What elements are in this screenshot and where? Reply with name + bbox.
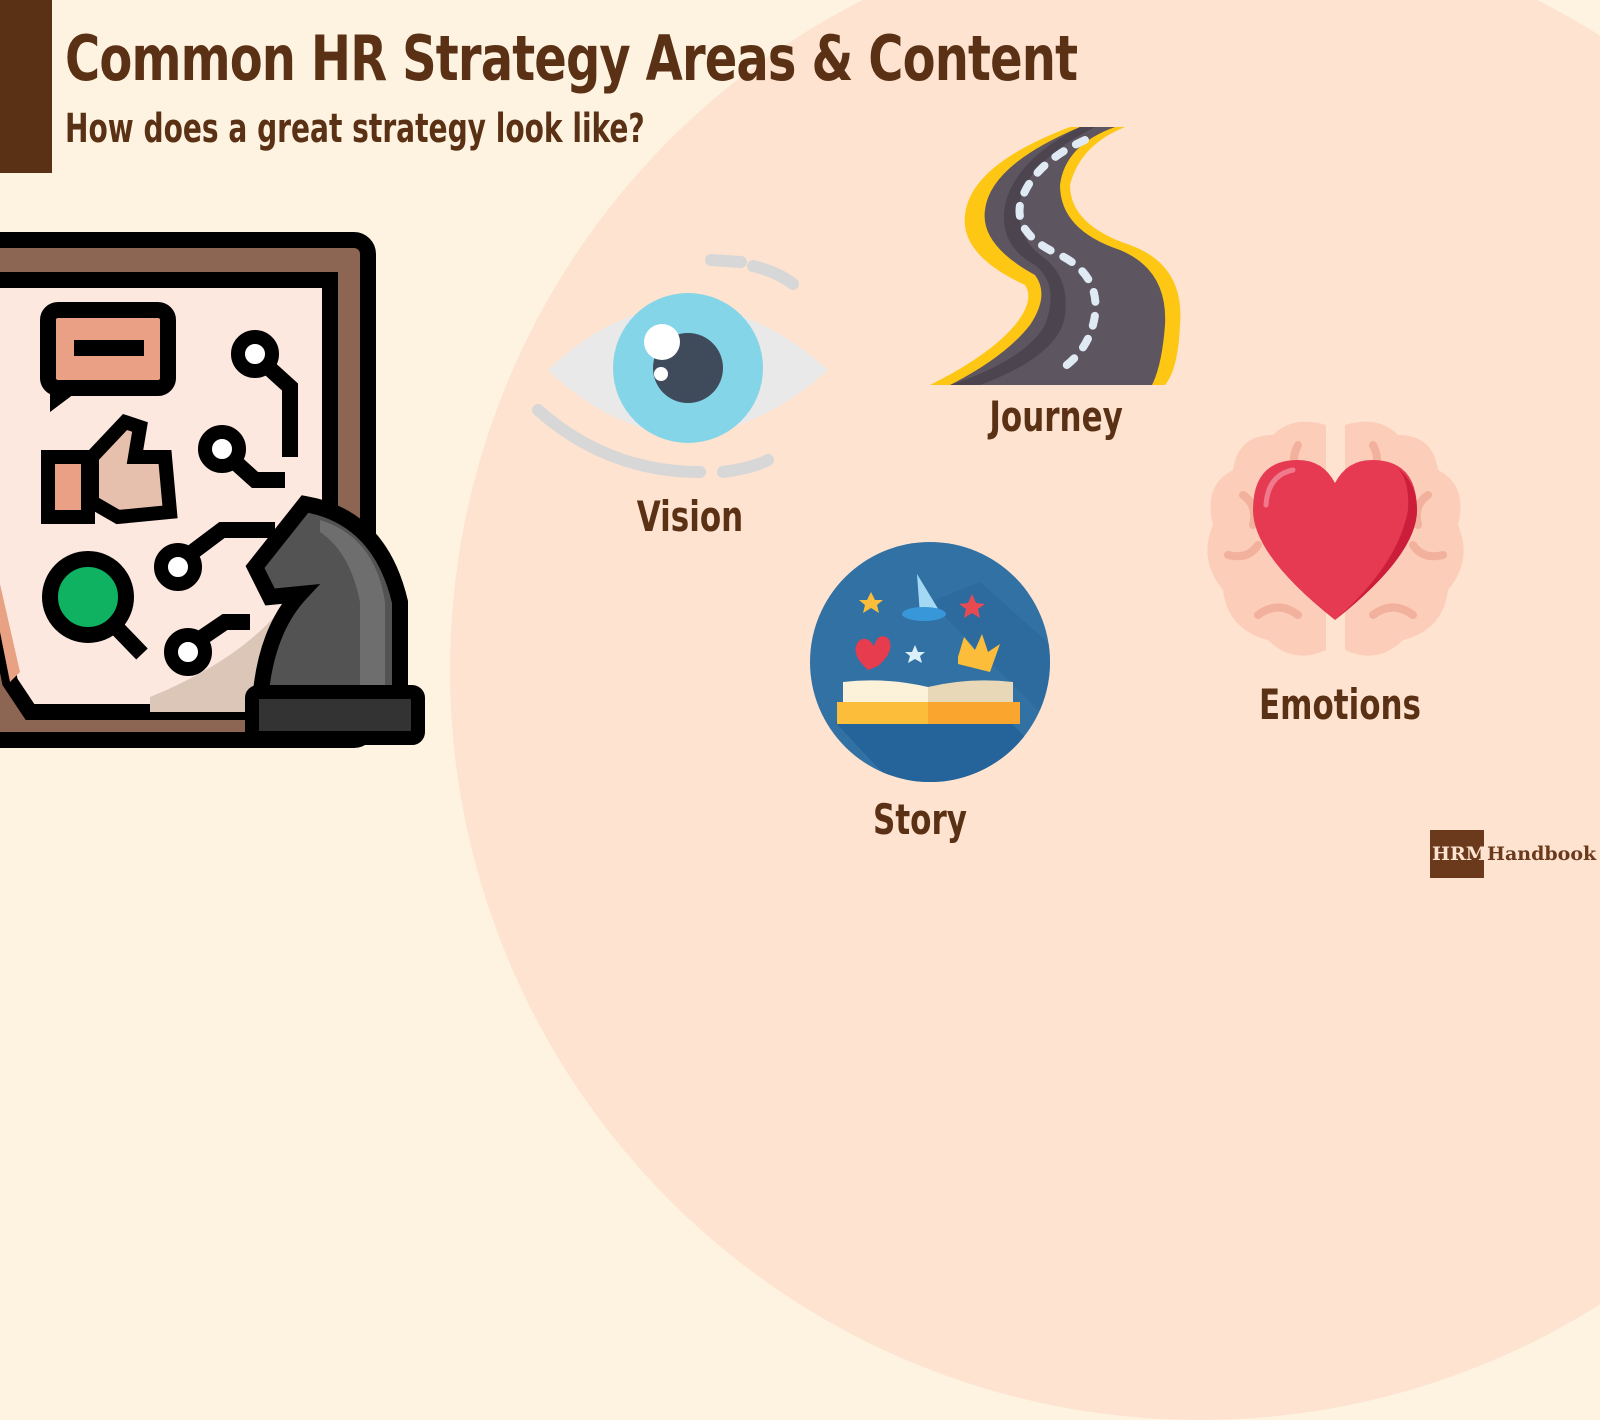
page-title: Common HR Strategy Areas & Content <box>65 22 1078 95</box>
item-label-vision: Vision <box>636 492 744 541</box>
page-subtitle: How does a great strategy look like? <box>65 106 645 152</box>
strategy-board-chess-knight-icon <box>0 232 425 748</box>
brand-logo-text: Handbook <box>1487 843 1597 865</box>
eye-icon <box>532 254 828 478</box>
item-label-story: Story <box>873 795 967 844</box>
road-icon <box>930 127 1181 385</box>
brand-logo-box: HRM <box>1430 830 1487 878</box>
storybook-icon <box>810 542 1050 782</box>
brand-logo: HRM Handbook <box>1430 830 1596 878</box>
accent-bar <box>0 0 52 173</box>
brain-heart-icon <box>1207 421 1464 656</box>
item-label-emotions: Emotions <box>1259 680 1421 729</box>
item-label-journey: Journey <box>989 392 1123 441</box>
